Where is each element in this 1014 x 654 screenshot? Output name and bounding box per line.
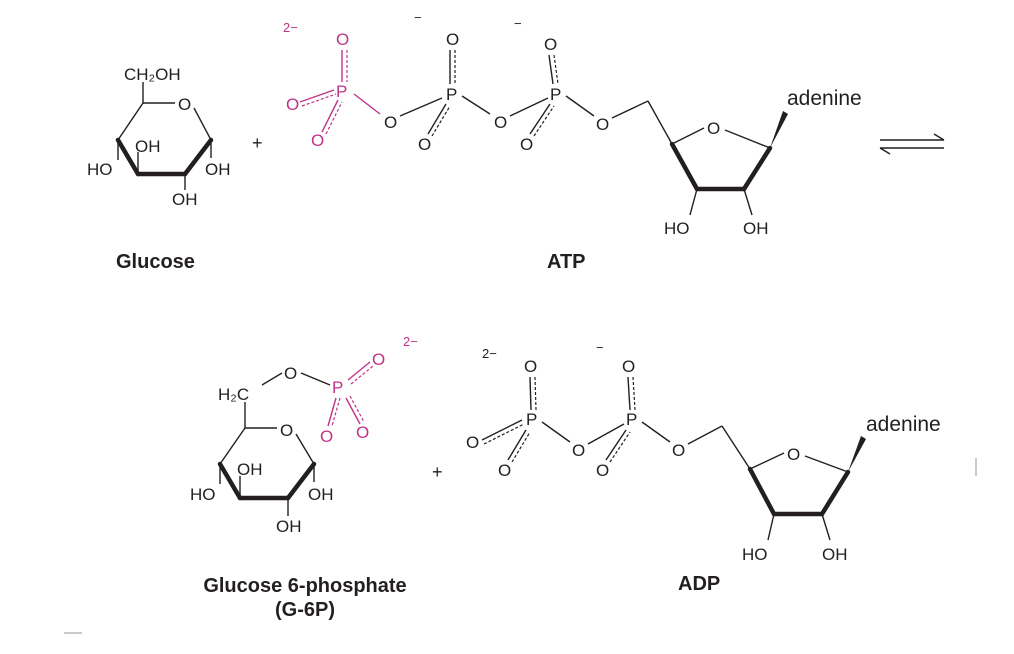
glucose-oh-bottom-label: OH (172, 190, 198, 209)
g6p-o-top: O (372, 350, 385, 369)
g6p-name-line1: Glucose 6-phosphate (203, 575, 406, 597)
atp-ribose-ring-o: O (707, 119, 720, 138)
g6p-h2c-label: H₂C (218, 385, 249, 404)
g6p-oh-right-label: OH (308, 485, 334, 504)
adp-oh-label: OH (822, 545, 848, 564)
atp-oh-label: OH (743, 219, 769, 238)
equilibrium-arrow-icon (879, 133, 945, 155)
adp-bridge-o-1: O (572, 441, 585, 460)
atp-charge-minus-alpha: − (514, 16, 522, 31)
atp-alpha-o-top: O (544, 35, 557, 54)
g6p-structure: H₂C O P O O O 2− O OH HO OH OH Glucose 6… (190, 334, 418, 621)
atp-beta-o-top: O (446, 30, 459, 49)
adp-structure: 2− O P O O O − O P O O O (466, 340, 941, 595)
adp-alpha-p: P (626, 410, 637, 429)
g6p-o-bottom-left: O (320, 427, 333, 446)
g6p-name-line2: (G-6P) (275, 599, 335, 621)
atp-beta-o-bottom: O (418, 135, 431, 154)
glucose-ch2oh-label: CH₂OH (124, 65, 181, 84)
atp-structure: 2− O P O O O − O P O O − O P O (283, 10, 862, 273)
glucose-name: Glucose (116, 251, 195, 273)
adp-adenine-label: adenine (866, 413, 941, 436)
g6p-phosphorus: P (332, 378, 343, 397)
glucose-ring-oxygen-label: O (178, 95, 191, 114)
glucose-ho-left-label: HO (87, 160, 113, 179)
adp-ho-label: HO (742, 545, 768, 564)
atp-gamma-o-left: O (286, 95, 299, 114)
atp-beta-p: P (446, 85, 457, 104)
atp-alpha-p: P (550, 85, 561, 104)
atp-gamma-o-bottom: O (311, 131, 324, 150)
adp-ribose-ring-o: O (787, 445, 800, 464)
atp-name: ATP (547, 251, 586, 273)
atp-gamma-o-top: O (336, 30, 349, 49)
atp-charge-minus-beta: − (414, 10, 422, 25)
g6p-bridge-o: O (284, 364, 297, 383)
adp-beta-o-top: O (524, 357, 537, 376)
atp-charge-2minus: 2− (283, 20, 298, 35)
glucose-oh-right-label: OH (205, 160, 231, 179)
atp-bridge-o-1: O (384, 113, 397, 132)
adp-name: ADP (678, 573, 720, 595)
plus-sign-top: + (252, 133, 263, 153)
adp-bridge-o-2: O (672, 441, 685, 460)
atp-alpha-o-bottom: O (520, 135, 533, 154)
adp-alpha-o-top: O (622, 357, 635, 376)
adp-charge-2minus: 2− (482, 346, 497, 361)
glucose-oh-upper-label: OH (135, 137, 161, 156)
adp-charge-minus: − (596, 340, 604, 355)
adp-alpha-o-bottom: O (596, 461, 609, 480)
g6p-charge-2minus: 2− (403, 334, 418, 349)
plus-sign-bottom: + (432, 462, 443, 482)
adp-beta-o-left: O (466, 433, 479, 452)
g6p-ring-oxygen-label: O (280, 421, 293, 440)
atp-bridge-o-3: O (596, 115, 609, 134)
g6p-ho-left-label: HO (190, 485, 216, 504)
atp-adenine-label: adenine (787, 87, 862, 110)
glucose-structure: CH₂OH O OH HO OH OH Glucose (87, 65, 231, 273)
atp-bridge-o-2: O (494, 113, 507, 132)
atp-gamma-p: P (336, 82, 347, 101)
g6p-oh-upper-label: OH (237, 460, 263, 479)
adp-beta-o-bottom: O (498, 461, 511, 480)
g6p-oh-bottom-label: OH (276, 517, 302, 536)
atp-ho-label: HO (664, 219, 690, 238)
adp-beta-p: P (526, 410, 537, 429)
g6p-o-bottom-right: O (356, 423, 369, 442)
